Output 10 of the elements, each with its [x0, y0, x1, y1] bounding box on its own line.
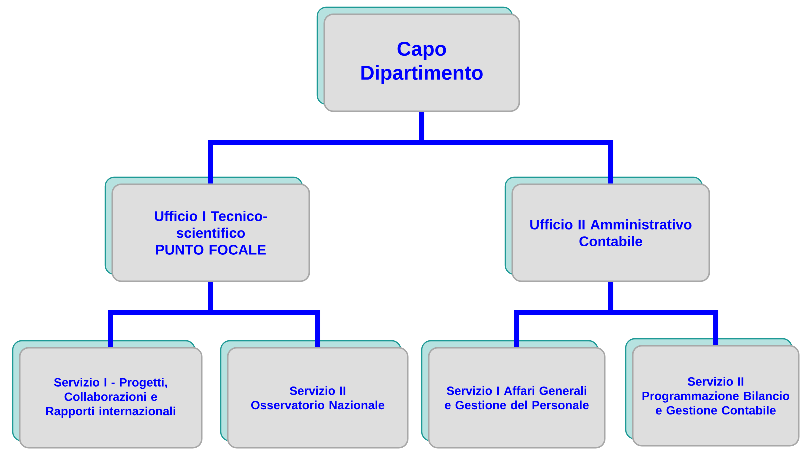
- org-box: Servizio II Programmazione Bilancio e Gestione Contabile: [625, 338, 800, 447]
- org-box: Ufficio I Tecnico-scientifico PUNTO FOCALE: [104, 176, 310, 282]
- connector-line: [420, 112, 614, 184]
- org-box: Ufficio II Amministrativo Contabile: [504, 176, 710, 282]
- org-box: Capo Dipartimento: [316, 6, 520, 112]
- org-box: Servizio I - Progetti, Collaborazioni e Rapporti internazionali: [12, 340, 203, 449]
- org-box: Servizio II Osservatorio Nazionale: [220, 340, 409, 449]
- connector-line: [608, 282, 718, 346]
- org-box: Servizio I Affari Generali e Gestione del Personale: [421, 340, 606, 449]
- connector-line: [208, 282, 320, 348]
